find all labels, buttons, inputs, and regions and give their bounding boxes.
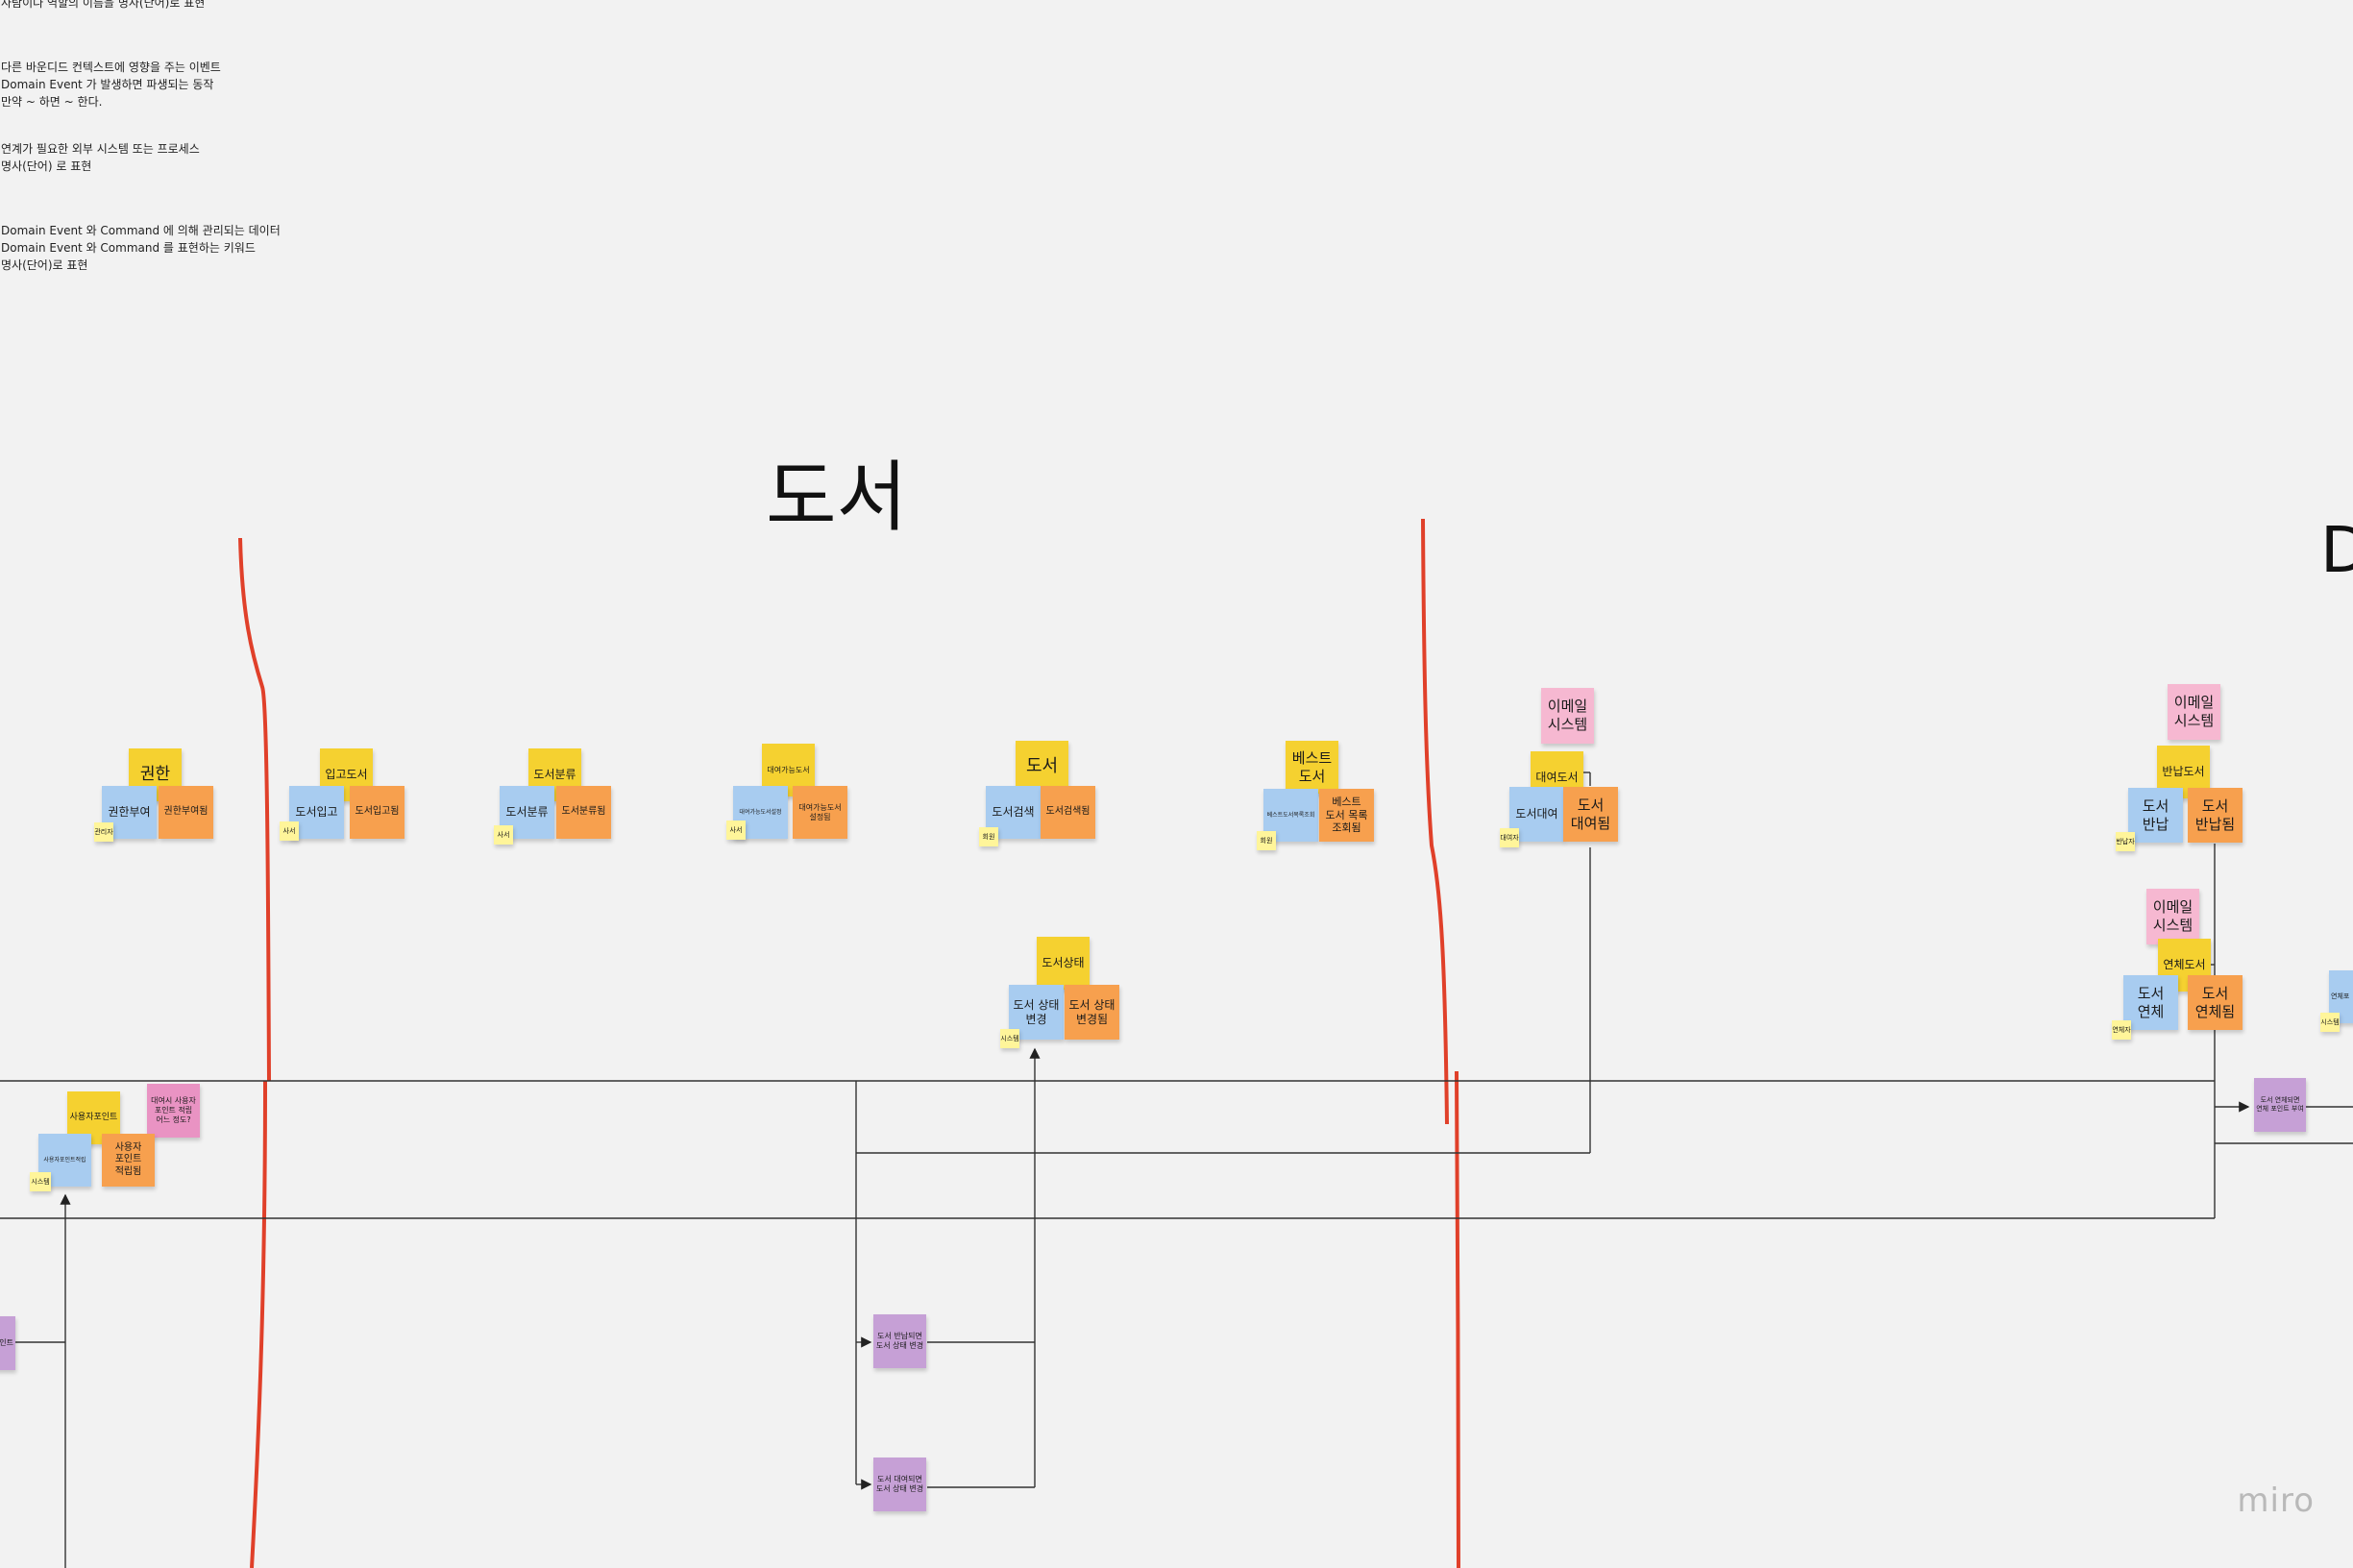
command-sticky-book-status[interactable]: 도서 상태 변경 (1009, 985, 1064, 1040)
command-sticky-overdue[interactable]: 도서 연체 (2123, 975, 2178, 1030)
aggregate-sticky-book-status[interactable]: 도서상태 (1037, 937, 1090, 990)
external-sticky-email-overdue[interactable]: 이메일 시스템 (2146, 889, 2199, 944)
actor-sticky-incoming[interactable]: 사서 (280, 821, 299, 841)
event-sticky-book-status[interactable]: 도서 상태 변경됨 (1065, 985, 1119, 1040)
command-sticky-auth[interactable]: 권한부여 (102, 786, 157, 839)
actor-sticky-book-status[interactable]: 시스템 (1000, 1029, 1019, 1048)
legend-actor-desc: 사람이나 역할의 이름을 명사(단어)로 표현 (1, 0, 206, 10)
command-sticky-return[interactable]: 도서 반납 (2128, 788, 2183, 843)
event-sticky-classify[interactable]: 도서분류됨 (556, 786, 611, 839)
actor-sticky-classify[interactable]: 사서 (494, 825, 513, 845)
context-boundary-1 (238, 537, 271, 1082)
legend-policy-desc-3: 만약 ~ 하면 ~ 한다. (1, 95, 103, 109)
actor-sticky-return[interactable]: 반납자 (2116, 832, 2135, 851)
event-sticky-bestseller[interactable]: 베스트 도서 목록 조회됨 (1319, 789, 1374, 842)
event-sticky-user-point[interactable]: 사용자 포인트 적립됨 (102, 1134, 155, 1187)
actor-sticky-edge[interactable]: 시스템 (2320, 1013, 2340, 1032)
actor-sticky-overdue[interactable]: 연체자 (2112, 1020, 2131, 1040)
miro-watermark: miro (2237, 1482, 2315, 1520)
context-title-book: 도서 (766, 453, 908, 542)
policy-sticky-left-partial[interactable]: 이면 인트 (0, 1316, 15, 1370)
external-sticky-email-return[interactable]: 이메일 시스템 (2168, 684, 2220, 740)
event-sticky-auth[interactable]: 권한부여됨 (159, 786, 213, 839)
actor-sticky-bestseller[interactable]: 회원 (1257, 831, 1276, 850)
policy-sticky-return-status[interactable]: 도서 반납되면 도서 상태 변경 (873, 1314, 926, 1368)
event-sticky-rental[interactable]: 도서 대여됨 (1563, 787, 1618, 842)
context-title-right-partial: D (2320, 513, 2353, 587)
policy-sticky-rent-status[interactable]: 도서 대여되면 도서 상태 변경 (873, 1458, 926, 1511)
legend-external-desc-1: 연계가 필요한 외부 시스템 또는 프로세스 (1, 142, 200, 156)
note-sticky-point-question[interactable]: 대여시 사용자 포인트 적립 어느 정도? (147, 1084, 200, 1138)
legend-aggregate-desc-2: Domain Event 와 Command 를 표현하는 키워드 (1, 241, 256, 255)
actor-sticky-book[interactable]: 회원 (979, 827, 998, 846)
legend-aggregate-desc-1: Domain Event 와 Command 에 의해 관리되는 데이터 (1, 224, 281, 237)
external-sticky-email-rent[interactable]: 이메일 시스템 (1541, 688, 1594, 744)
policy-sticky-overdue-point[interactable]: 도서 연체되면 연체 포인트 부여 (2254, 1078, 2306, 1132)
context-boundary-3 (1421, 518, 1449, 1125)
legend-policy-desc-2: Domain Event 가 발생하면 파생되는 동작 (1, 78, 214, 91)
actor-sticky-user-point[interactable]: 시스템 (30, 1172, 51, 1191)
event-sticky-incoming[interactable]: 도서입고됨 (350, 786, 404, 839)
actor-sticky-available[interactable]: 사서 (726, 821, 746, 840)
context-boundary-2 (250, 1080, 267, 1568)
legend-aggregate-desc-3: 명사(단어)로 표현 (1, 258, 88, 272)
event-sticky-book-search[interactable]: 도서검색됨 (1041, 786, 1095, 839)
actor-sticky-auth[interactable]: 관리자 (94, 822, 113, 842)
legend-policy-desc-1: 다른 바운디드 컨텍스트에 영향을 주는 이벤트 (1, 61, 221, 74)
actor-sticky-rental[interactable]: 대여자 (1500, 828, 1519, 847)
event-sticky-return[interactable]: 도서 반납됨 (2188, 788, 2243, 843)
event-sticky-overdue[interactable]: 도서 연체됨 (2188, 975, 2243, 1030)
aggregate-sticky-book[interactable]: 도서 (1016, 741, 1068, 794)
aggregate-sticky-bestseller[interactable]: 베스트 도서 (1286, 741, 1338, 794)
event-sticky-available[interactable]: 대여가능도서 설정됨 (793, 786, 847, 839)
legend-external-desc-2: 명사(단어) 로 표현 (1, 159, 92, 173)
context-boundary-4 (1455, 1070, 1460, 1568)
